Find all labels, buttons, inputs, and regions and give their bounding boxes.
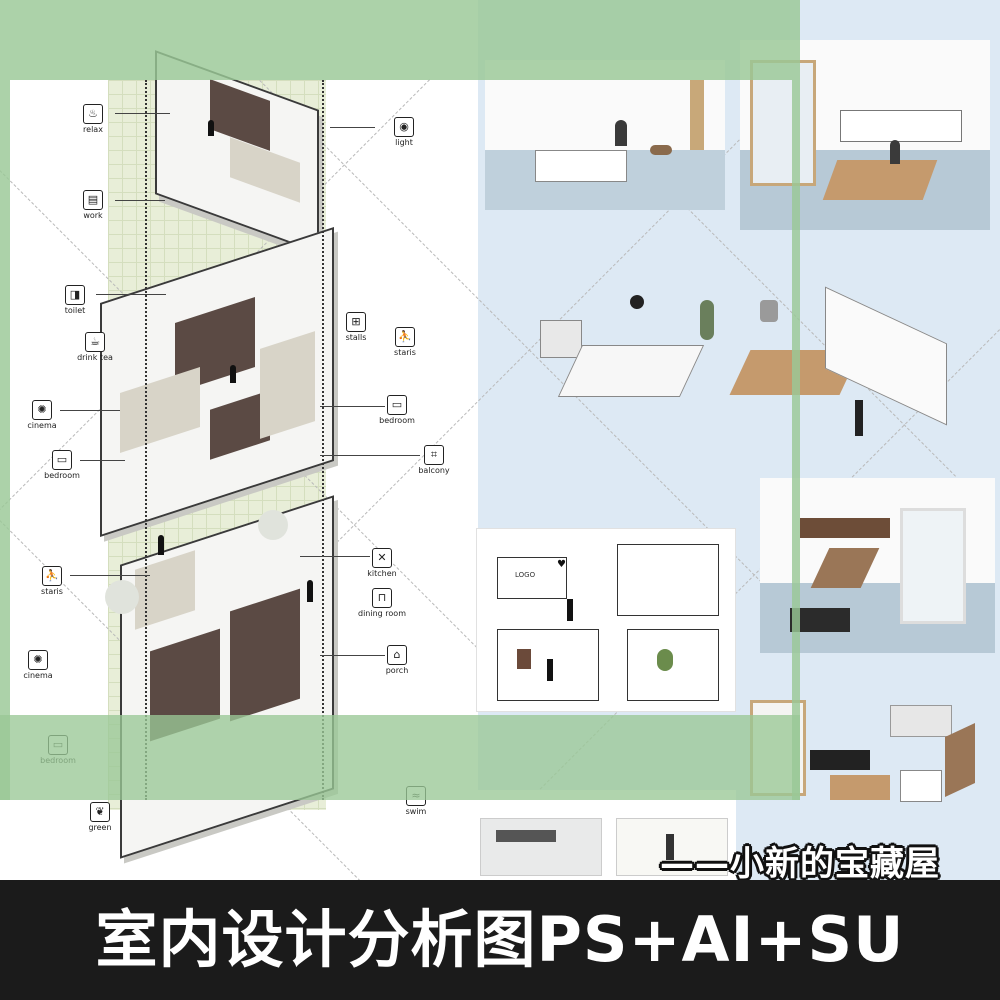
axonometric-building [80, 50, 440, 859]
annotation-bedroom: ▭ bedroom [22, 450, 102, 480]
annotation-stalls: ⊞ stalls [316, 312, 396, 342]
annotation-drink-tea: ☕ drink tea [55, 332, 135, 362]
leaf-icon: ❦ [90, 802, 110, 822]
bed-icon: ▭ [387, 395, 407, 415]
film-reel-icon: ✺ [32, 400, 52, 420]
tea-cup-icon: ☕ [85, 332, 105, 352]
line-sketch-board: LOGO ♥ [476, 528, 736, 712]
title-banner [0, 880, 1000, 1000]
toilet-icon: ◨ [65, 285, 85, 305]
green-frame-right [792, 80, 800, 800]
fork-knife-icon: ✕ [372, 548, 392, 568]
annotation-relax: ♨ relax [53, 104, 133, 134]
stairs-person-icon: ⛹ [395, 327, 415, 347]
annotation-dining-room: ⊓ dining room [342, 588, 422, 618]
annotation-toilet: ◨ toilet [35, 285, 115, 315]
bed-icon: ▭ [52, 450, 72, 470]
annotation-staris: ⛹ staris [12, 566, 92, 596]
banner-title: 室内设计分析图PS+AI+SU [95, 903, 905, 976]
sketch-logo-text: LOGO [515, 571, 536, 579]
film-reel-icon: ✺ [28, 650, 48, 670]
green-frame-top [0, 0, 800, 80]
porch-icon: ⌂ [387, 645, 407, 665]
annotation-porch: ⌂ porch [357, 645, 437, 675]
annotation-staris-right: ⛹ staris [365, 327, 445, 357]
annotation-balcony: ⌗ balcony [394, 445, 474, 475]
laptop-work-icon: ▤ [83, 190, 103, 210]
balcony-icon: ⌗ [424, 445, 444, 465]
annotation-light: ◉ light [364, 117, 444, 147]
lower-render-board [476, 790, 736, 880]
annotation-green: ❦ green [60, 802, 140, 832]
dining-table-icon: ⊓ [372, 588, 392, 608]
lamp-light-icon: ◉ [394, 117, 414, 137]
annotation-bedroom-right: ▭ bedroom [357, 395, 437, 425]
green-frame-left [0, 80, 10, 800]
iso-exploded-furniture [520, 286, 950, 450]
heart-icon: ♥ [557, 559, 566, 570]
stalls-icon: ⊞ [346, 312, 366, 332]
annotation-cinema-2: ✺ cinema [0, 650, 78, 680]
person-relax-icon: ♨ [83, 104, 103, 124]
green-frame-bottom [0, 715, 800, 800]
stairs-person-icon: ⛹ [42, 566, 62, 586]
annotation-kitchen: ✕ kitchen [342, 548, 422, 578]
annotation-cinema: ✺ cinema [2, 400, 82, 430]
annotation-work: ▤ work [53, 190, 133, 220]
shop-watermark: ——小新的宝藏屋 [660, 844, 940, 884]
